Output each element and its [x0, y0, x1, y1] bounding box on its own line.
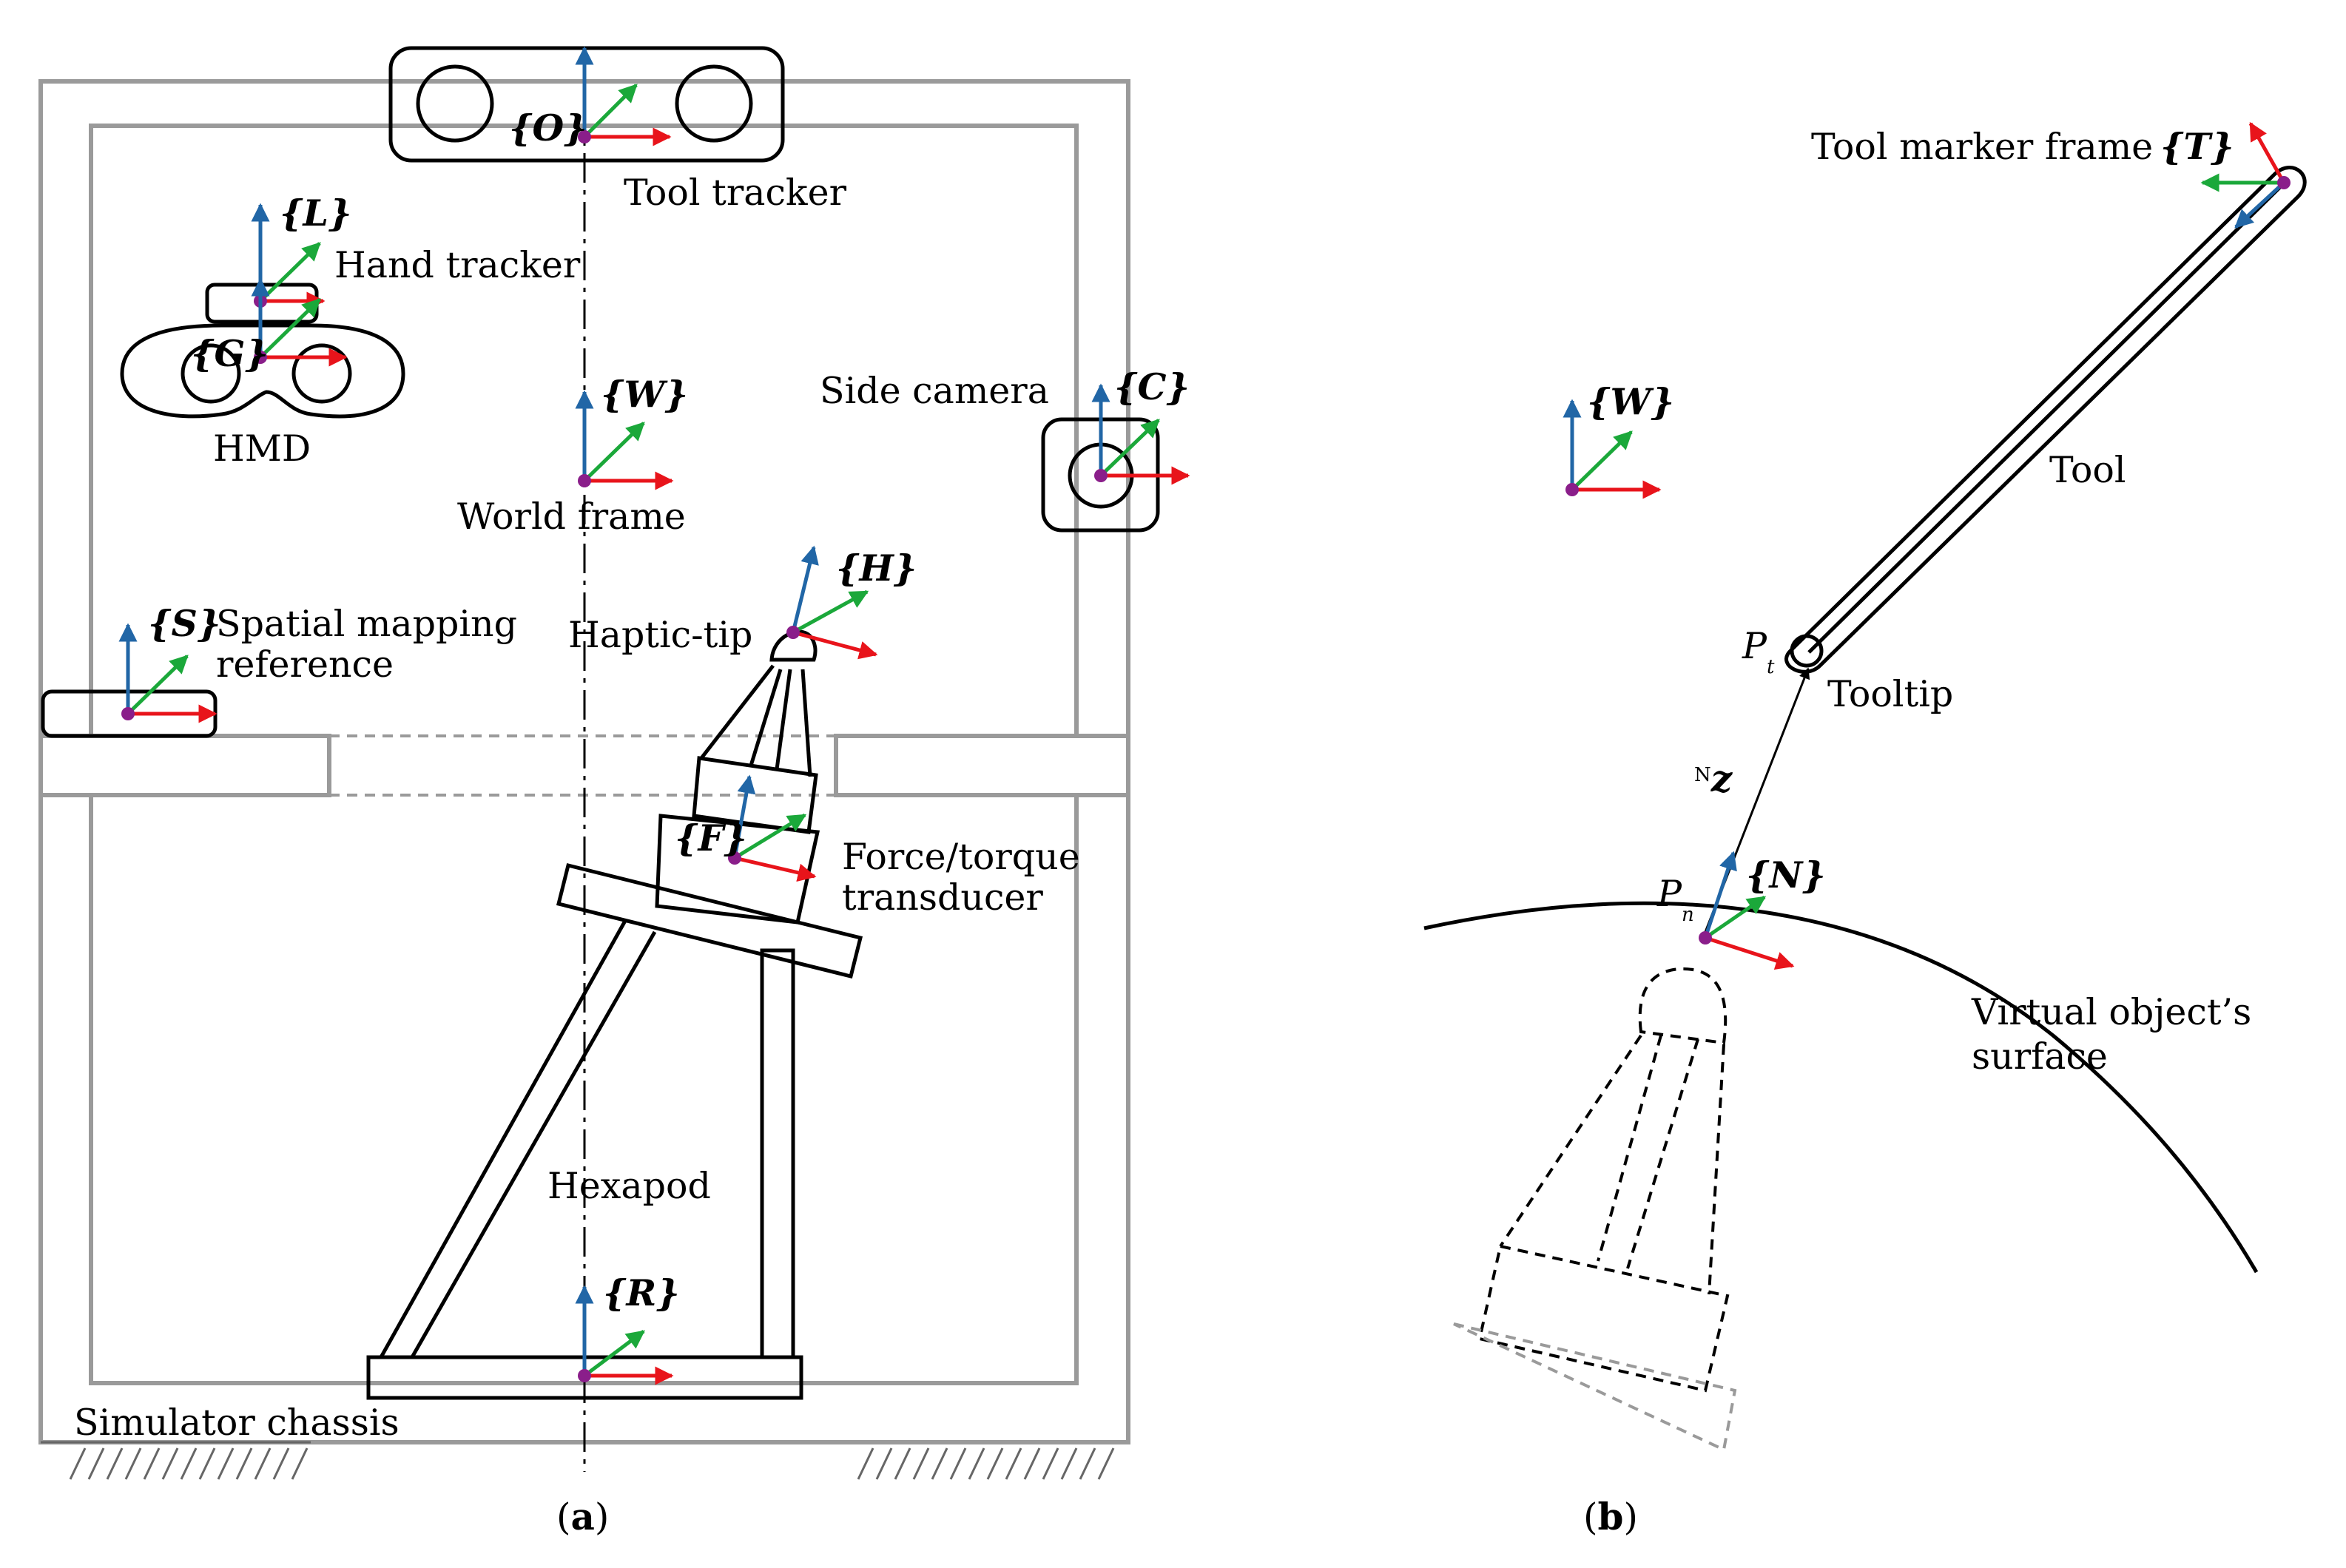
frame-W-y-axis	[583, 422, 645, 482]
frame-L-y-axis	[259, 242, 321, 303]
frame-label-W-a: {W}	[601, 373, 688, 416]
label-pt: Pt	[1742, 625, 1775, 678]
tool-drawing	[1784, 165, 2307, 674]
frame-F-y-axis	[733, 813, 807, 860]
simulator-chassis-drawing	[38, 79, 1130, 1444]
label-pt-main: P	[1742, 625, 1767, 667]
frame-F	[728, 774, 817, 882]
frame-C-y-axis	[1099, 419, 1160, 477]
frame-N-x-axis	[1705, 936, 1795, 970]
label-pn-main: P	[1656, 873, 1682, 915]
dashed-haptic-device	[1453, 967, 1737, 1452]
label-nz: Nz	[1694, 757, 1733, 800]
frame-W-b-y-axis	[1571, 430, 1633, 491]
label-hexapod: Hexapod	[547, 1165, 711, 1207]
frame-G	[251, 277, 348, 367]
frame-N	[1699, 851, 1795, 970]
label-hand-tracker: Hand tracker	[334, 244, 581, 286]
frame-W	[575, 390, 674, 490]
label-nz-main: z	[1710, 757, 1733, 800]
label-force-torque-line2: transducer	[842, 876, 1043, 919]
frame-T-x-axis	[2248, 121, 2286, 184]
frame-H-origin	[786, 626, 800, 639]
frame-W-origin	[578, 474, 591, 487]
frame-F-x-axis	[734, 856, 817, 882]
frame-R-origin	[578, 1369, 591, 1382]
frame-label-W-b: {W}	[1587, 380, 1674, 423]
frame-G-y-axis	[259, 298, 321, 359]
frames-panel-a	[118, 46, 1190, 1385]
frame-C-origin	[1094, 469, 1108, 482]
frame-label-F: {F}	[675, 817, 747, 859]
label-tool-tracker: Tool tracker	[624, 172, 847, 214]
label-world-frame: World frame	[457, 496, 686, 538]
frame-C	[1091, 383, 1190, 485]
panel-b: Tool marker frame {T} {W} Tool Tooltip P…	[1423, 121, 2307, 1538]
frame-T-origin	[2277, 176, 2291, 189]
frame-H-y-axis	[792, 589, 869, 635]
frame-T-z-axis	[2234, 181, 2285, 229]
label-force-torque-line1: Force/torque	[842, 836, 1080, 878]
frame-W-b-origin	[1565, 483, 1579, 496]
label-tool-marker-frame: Tool marker frame	[1811, 126, 2153, 168]
frame-label-L: {L}	[280, 192, 351, 234]
label-spatial-mapping-line1: Spatial mapping	[216, 603, 517, 645]
caption-a: (a)	[556, 1495, 609, 1538]
frame-label-R: {R}	[603, 1271, 680, 1314]
label-spatial-mapping-line2: reference	[216, 643, 394, 686]
frame-R-y-axis	[583, 1330, 645, 1377]
frame-label-G: {G}	[191, 332, 269, 375]
label-tool: Tool	[2049, 449, 2126, 491]
frame-T	[2200, 121, 2291, 229]
label-surface-line2: surface	[1972, 1035, 2108, 1078]
label-tooltip: Tooltip	[1827, 673, 1953, 715]
label-pt-sub: t	[1767, 656, 1775, 678]
label-hmd: HMD	[213, 428, 311, 470]
frame-S-origin	[121, 707, 135, 720]
frames-panel-b	[1563, 121, 2291, 970]
label-simulator-chassis: Simulator chassis	[74, 1402, 400, 1444]
frame-N-origin	[1699, 931, 1712, 944]
ground-hatch-right	[857, 1447, 1115, 1480]
frame-G-origin	[254, 351, 267, 364]
label-pn: Pn	[1656, 873, 1694, 926]
label-surface-line1: Virtual object’s	[1971, 991, 2251, 1033]
ground-hatch-left	[41, 1441, 311, 1480]
frame-H-x-axis	[792, 630, 878, 660]
frame-S-y-axis	[127, 655, 189, 715]
frame-label-O: {O}	[509, 107, 587, 149]
frame-F-z-axis	[732, 774, 756, 859]
frame-label-S: {S}	[148, 602, 220, 645]
frame-O	[575, 46, 672, 146]
frame-N-z-axis	[1703, 851, 1737, 939]
frame-F-origin	[728, 851, 741, 865]
label-haptic-tip: Haptic-tip	[568, 614, 752, 656]
frame-N-y-axis	[1704, 895, 1767, 940]
frame-label-N: {N}	[1746, 854, 1826, 896]
frame-S	[118, 623, 218, 723]
frame-label-T: {T}	[2160, 125, 2234, 168]
frame-H	[786, 545, 878, 660]
frame-R	[575, 1285, 674, 1385]
label-pn-sub: n	[1682, 904, 1694, 926]
frame-O-origin	[578, 130, 591, 143]
frame-O-y-axis	[583, 84, 638, 138]
panel-a: {O} {L} {G} {W} {C} {S} {H} {F} {R} Tool…	[38, 46, 1190, 1538]
frame-H-z-axis	[791, 545, 819, 633]
label-side-camera: Side camera	[820, 370, 1049, 412]
frame-label-H: {H}	[836, 547, 917, 589]
virtual-surface-curve	[1423, 901, 2259, 1274]
label-nz-sup: N	[1694, 764, 1711, 786]
frame-W-b	[1563, 399, 1662, 499]
caption-b: (b)	[1583, 1495, 1638, 1538]
frame-label-C: {C}	[1114, 365, 1190, 408]
